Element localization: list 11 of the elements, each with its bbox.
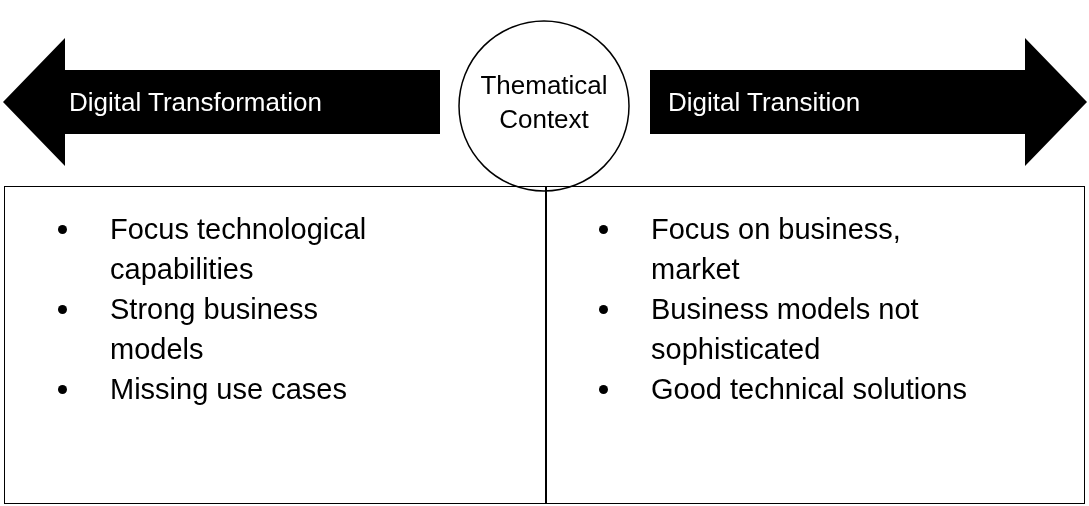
arrow-label: Digital Transformation: [69, 86, 322, 119]
bullet-text: Focus technological capabilities: [110, 213, 367, 285]
arrow-label: Digital Transition: [668, 86, 861, 119]
text-panel: [545, 186, 1085, 504]
text-panel: [4, 186, 547, 504]
bullet-text: Business models not sophisticated: [651, 293, 919, 365]
bullet-text: Good technical solutions: [651, 373, 967, 405]
bullet-text: Strong business models: [110, 293, 318, 365]
circle-label: Thematical Context: [479, 69, 609, 136]
bullet-text: Missing use cases: [110, 373, 347, 405]
bullet-text: Focus on business, market: [651, 213, 901, 285]
